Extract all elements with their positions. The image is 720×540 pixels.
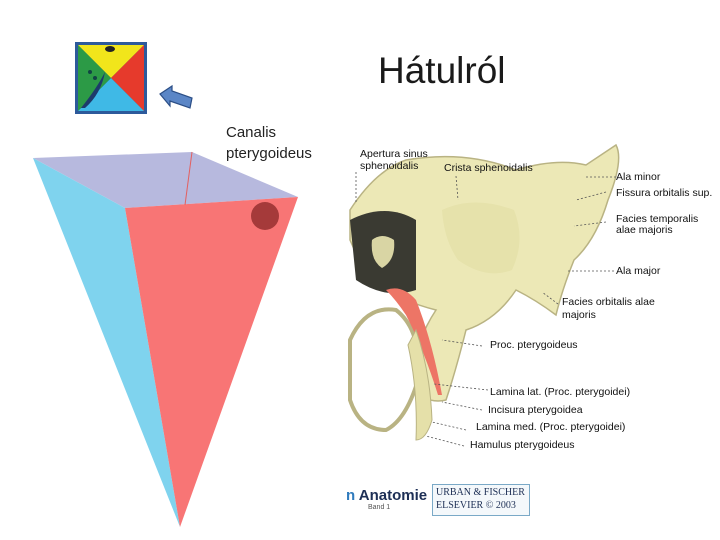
label-facies-temp-2: alae majoris (616, 224, 673, 236)
label-fissura: Fissura orbitalis sup. (616, 187, 712, 199)
label-incisura: Incisura pterygoidea (488, 404, 583, 416)
label-facies-orb-2: majoris (562, 309, 596, 321)
logo-anatomie: n Anatomie (346, 487, 427, 504)
publisher-logo: n Anatomie Band 1 URBAN & FISCHER ELSEVI… (346, 484, 530, 516)
logo-pub-line1: URBAN & FISCHER (436, 487, 525, 498)
logo-band: Band 1 (368, 504, 390, 511)
label-proc: Proc. pterygoideus (490, 339, 578, 351)
logo-publisher-box: URBAN & FISCHER ELSEVIER © 2003 (432, 484, 530, 516)
label-apertura-1: Apertura sinus (360, 148, 428, 160)
label-hamulus: Hamulus pterygoideus (470, 439, 574, 451)
label-lamina-lat: Lamina lat. (Proc. pterygoidei) (490, 386, 630, 398)
label-facies-orb-1: Facies orbitalis alae (562, 296, 655, 308)
logo-prefix: n (346, 487, 355, 504)
label-ala-minor: Ala minor (616, 171, 660, 183)
label-ala-major: Ala major (616, 265, 660, 277)
logo-pub-line2: ELSEVIER © 2003 (436, 500, 516, 511)
label-apertura-2: sphenoidalis (360, 160, 418, 172)
logo-anatomie-text: Anatomie (359, 487, 427, 504)
label-lamina-med: Lamina med. (Proc. pterygoidei) (476, 421, 625, 433)
canalis-dot (251, 202, 279, 230)
label-crista: Crista sphenoidalis (444, 162, 533, 174)
